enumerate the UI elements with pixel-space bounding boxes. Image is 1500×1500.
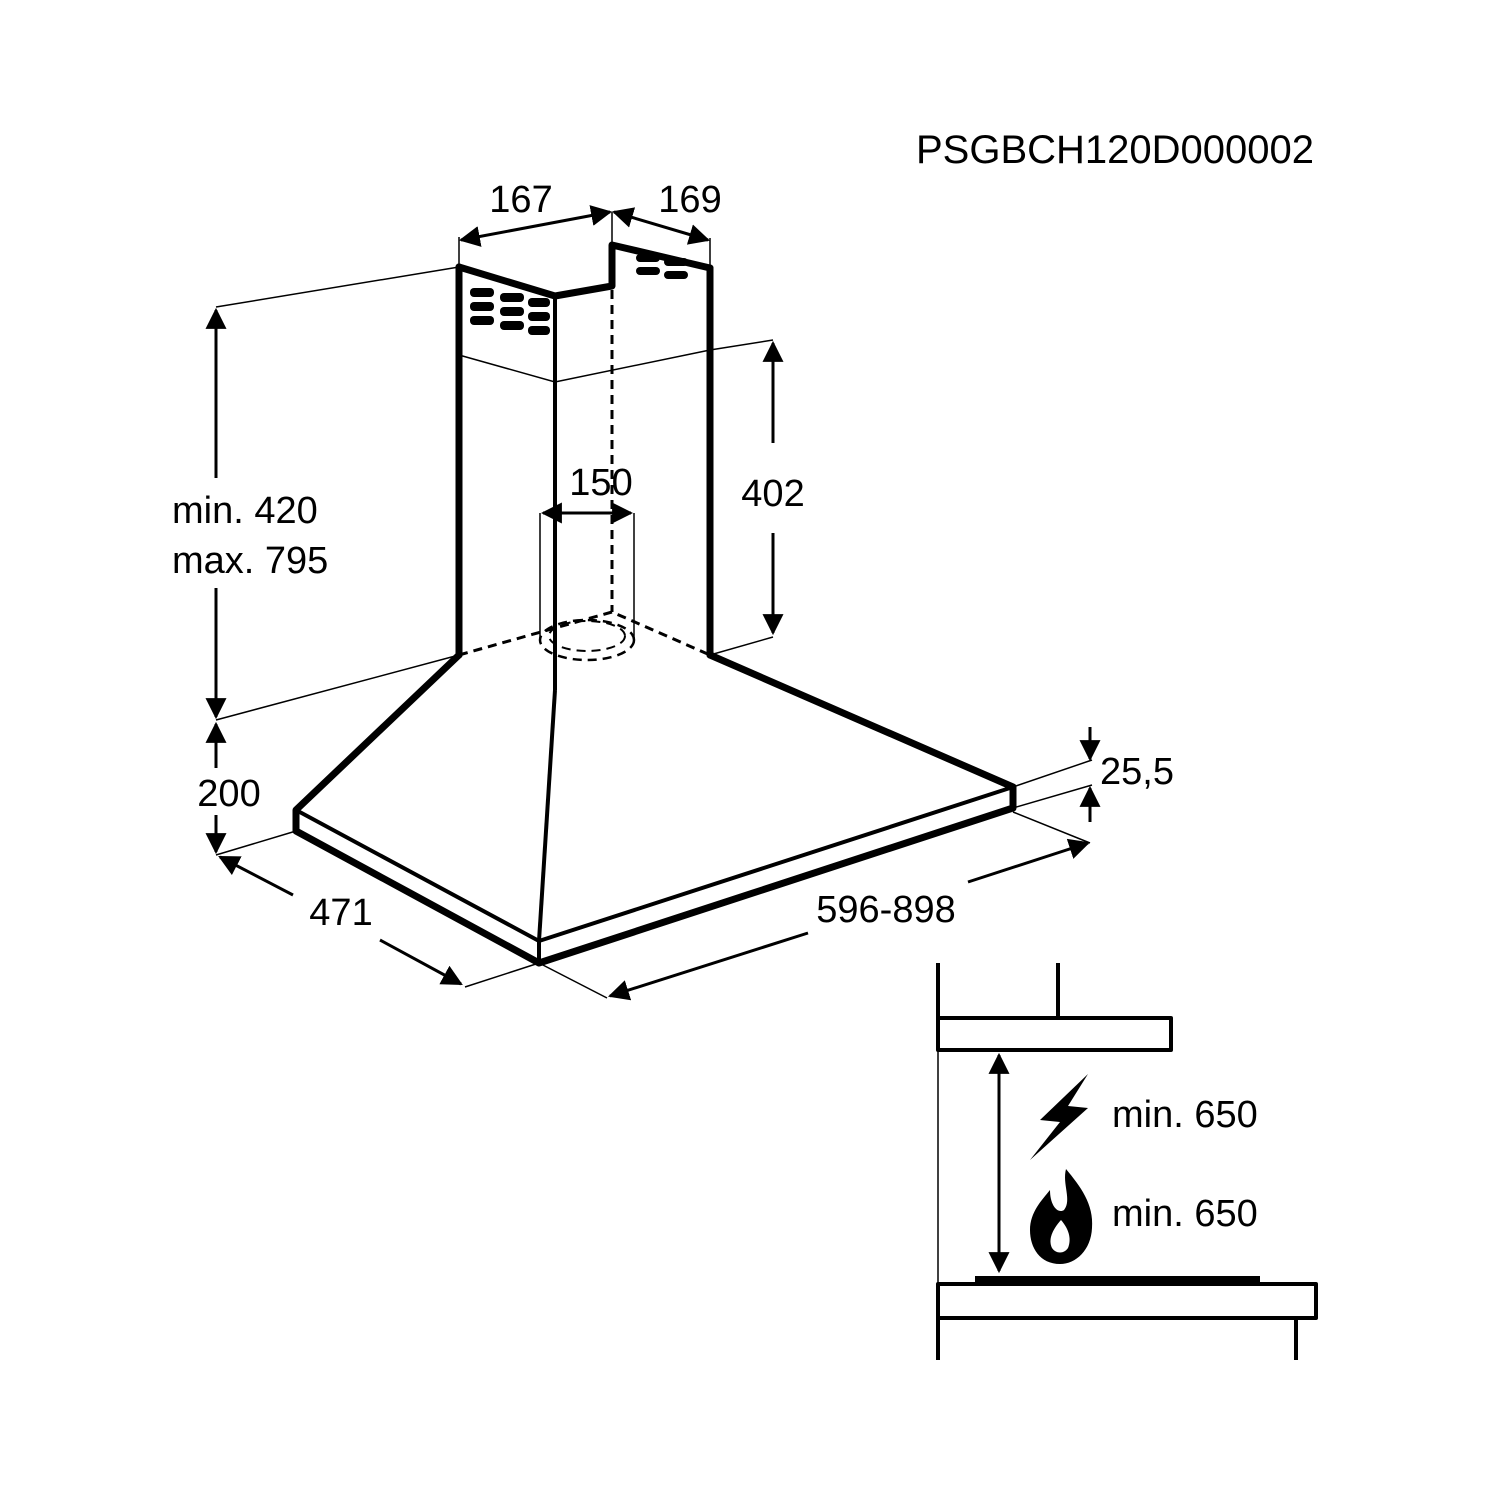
countertop (936, 1282, 1318, 1320)
duct-pipe (538, 513, 636, 662)
flame-icon (1030, 1169, 1093, 1264)
chimney (455, 241, 714, 690)
lightning-icon (1030, 1074, 1088, 1160)
upper-chimney-height-label: 402 (741, 473, 804, 515)
chimney-width-label: 167 (489, 179, 552, 221)
hood-width-label: 596-898 (816, 889, 955, 931)
model-code: PSGBCH120D000002 (916, 128, 1314, 172)
hood-depth-label: 471 (309, 892, 372, 934)
extension-lines (215, 212, 1093, 999)
gas-clearance-label: min. 650 (1112, 1193, 1258, 1235)
cooktop-surface (975, 1276, 1260, 1284)
hood-outline (936, 1016, 1173, 1052)
dimension-arrows (205, 205, 1101, 1001)
duct-diameter-label: 150 (569, 462, 632, 504)
electric-clearance-label: min. 650 (1112, 1094, 1258, 1136)
vent-slots-icon (470, 254, 688, 335)
hood-height-label: 200 (197, 773, 260, 815)
chimney-height-min-label: min. 420 (172, 490, 318, 532)
clearance-inset (936, 963, 1318, 1360)
chimney-depth-label: 169 (658, 179, 721, 221)
chimney-height-max-label: max. 795 (172, 540, 328, 582)
edge-thickness-label: 25,5 (1100, 751, 1174, 793)
